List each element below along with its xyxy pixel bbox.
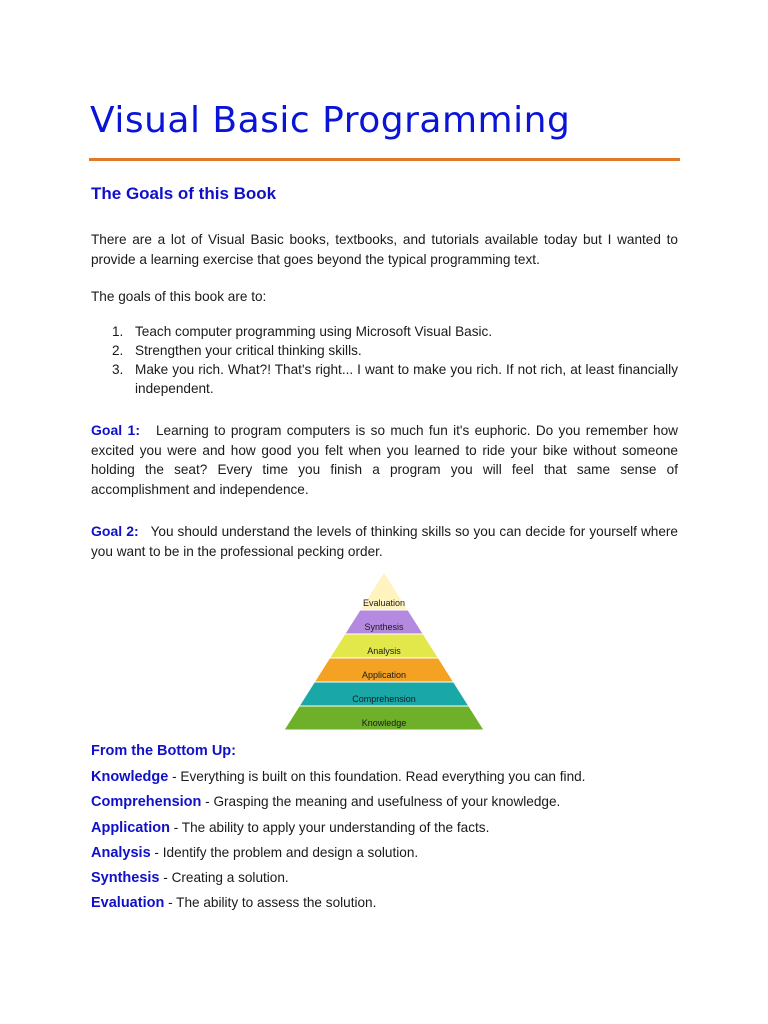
- level-name: Analysis: [91, 844, 151, 861]
- list-text: Make you rich. What?! That's right... I …: [135, 362, 678, 396]
- pyramid-label: Application: [362, 670, 406, 680]
- page-title: Visual Basic Programming: [90, 100, 571, 141]
- level-row: Analysis - Identify the problem and desi…: [91, 843, 691, 868]
- goals-lead: The goals of this book are to:: [91, 289, 267, 304]
- level-desc: - Creating a solution.: [159, 870, 289, 886]
- level-name: Evaluation: [91, 895, 165, 912]
- pyramid-label: Synthesis: [364, 622, 404, 632]
- level-name: Application: [91, 819, 170, 836]
- list-item: 2. Strengthen your critical thinking ski…: [91, 341, 678, 360]
- intro-paragraph: There are a lot of Visual Basic books, t…: [91, 232, 678, 267]
- goal2-label: Goal 2:: [91, 523, 139, 539]
- goal1-text: Learning to program computers is so much…: [91, 423, 678, 497]
- pyramid-label: Evaluation: [363, 598, 405, 608]
- levels-heading: From the Bottom Up:: [91, 743, 236, 759]
- level-row: Evaluation - The ability to assess the s…: [91, 893, 691, 918]
- goal1-paragraph: Goal 1: Learning to program computers is…: [91, 421, 678, 499]
- list-number: 1.: [112, 324, 124, 339]
- goal1-label: Goal 1:: [91, 422, 140, 438]
- level-desc: - The ability to apply your understandin…: [169, 819, 490, 835]
- pyramid-label: Analysis: [367, 646, 401, 656]
- level-row: Application - The ability to apply your …: [91, 818, 691, 843]
- list-text: Teach computer programming using Microso…: [135, 324, 493, 339]
- list-text: Strengthen your critical thinking skills…: [135, 343, 362, 358]
- blooms-pyramid-diagram: EvaluationSynthesisAnalysisApplicationCo…: [284, 572, 484, 731]
- pyramid-layer-knowledge: [284, 705, 484, 731]
- level-desc: - The ability to assess the solution.: [164, 895, 377, 911]
- goals-list: 1. Teach computer programming using Micr…: [91, 322, 678, 398]
- level-desc: - Grasping the meaning and usefulness of…: [201, 794, 561, 810]
- goal2-text: You should understand the levels of thin…: [91, 524, 678, 559]
- level-row: Comprehension - Grasping the meaning and…: [91, 792, 691, 817]
- goal2-paragraph: Goal 2: You should understand the levels…: [91, 522, 678, 561]
- levels-list: From the Bottom Up: Knowledge - Everythi…: [91, 742, 691, 919]
- title-divider: [89, 158, 680, 161]
- list-item: 3. Make you rich. What?! That's right...…: [91, 360, 678, 398]
- list-number: 3.: [112, 362, 124, 377]
- list-item: 1. Teach computer programming using Micr…: [91, 322, 678, 341]
- level-name: Synthesis: [91, 870, 160, 887]
- level-name: Comprehension: [91, 794, 202, 811]
- level-desc: - Identify the problem and design a solu…: [150, 844, 419, 860]
- list-number: 2.: [112, 343, 124, 358]
- section-heading: The Goals of this Book: [91, 184, 277, 203]
- level-name: Knowledge: [91, 769, 169, 785]
- level-row: Synthesis - Creating a solution.: [91, 868, 691, 893]
- level-row: Knowledge - Everything is built on this …: [91, 767, 691, 792]
- level-desc: - Everything is built on this foundation…: [168, 769, 586, 784]
- pyramid-label: Comprehension: [352, 694, 416, 704]
- pyramid-label: Knowledge: [362, 718, 407, 728]
